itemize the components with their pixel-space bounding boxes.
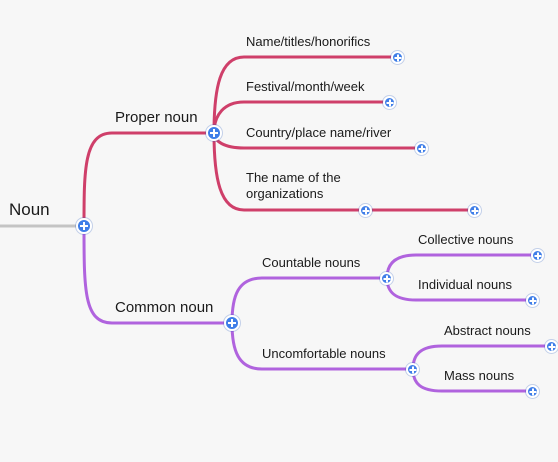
name-titles-expand-plus-icon[interactable] xyxy=(391,51,404,64)
name-titles-honorifics-label[interactable]: Name/titles/honorifics xyxy=(246,34,371,49)
uncomfortable-nouns-expand-plus-icon[interactable] xyxy=(406,363,419,376)
collective-nouns-connector xyxy=(385,253,538,279)
uncomfortable-nouns-connector xyxy=(230,322,413,371)
individual-nouns-label[interactable]: Individual nouns xyxy=(418,277,512,292)
collective-nouns-expand-plus-icon[interactable] xyxy=(531,249,544,262)
collective-nouns-label[interactable]: Collective nouns xyxy=(418,232,514,247)
proper-noun-expand-plus-icon[interactable] xyxy=(206,125,222,141)
countable-nouns-label[interactable]: Countable nouns xyxy=(262,255,361,270)
individual-nouns-expand-plus-icon[interactable] xyxy=(526,294,539,307)
country-place-river-label[interactable]: Country/place name/river xyxy=(246,125,392,140)
organizations-label[interactable]: The name of the organizations xyxy=(246,170,341,201)
name-titles-connector xyxy=(212,55,398,134)
abstract-nouns-expand-plus-icon[interactable] xyxy=(545,340,558,353)
countable-nouns-connector xyxy=(230,276,387,324)
common-noun-connector xyxy=(82,225,232,325)
countable-nouns-expand-plus-icon[interactable] xyxy=(380,272,393,285)
proper-noun-label[interactable]: Proper noun xyxy=(115,109,198,126)
organizations-inline-plus-icon[interactable] xyxy=(359,204,372,217)
organizations-expand-plus-icon[interactable] xyxy=(468,204,481,217)
festival-month-week-label[interactable]: Festival/month/week xyxy=(246,79,365,94)
proper-noun-connector xyxy=(82,131,214,227)
uncomfortable-nouns-label[interactable]: Uncomfortable nouns xyxy=(262,346,386,361)
mass-nouns-label[interactable]: Mass nouns xyxy=(444,368,515,383)
abstract-nouns-label[interactable]: Abstract nouns xyxy=(444,323,531,338)
root-expand-plus-icon[interactable] xyxy=(76,218,92,234)
mass-nouns-expand-plus-icon[interactable] xyxy=(526,385,539,398)
country-expand-plus-icon[interactable] xyxy=(415,142,428,155)
festival-expand-plus-icon[interactable] xyxy=(383,96,396,109)
root-node-label[interactable]: Noun xyxy=(9,200,50,219)
common-noun-label[interactable]: Common noun xyxy=(115,299,214,316)
abstract-nouns-connector xyxy=(411,344,555,370)
common-noun-expand-plus-icon[interactable] xyxy=(224,315,240,331)
organizations-connector xyxy=(212,132,475,212)
